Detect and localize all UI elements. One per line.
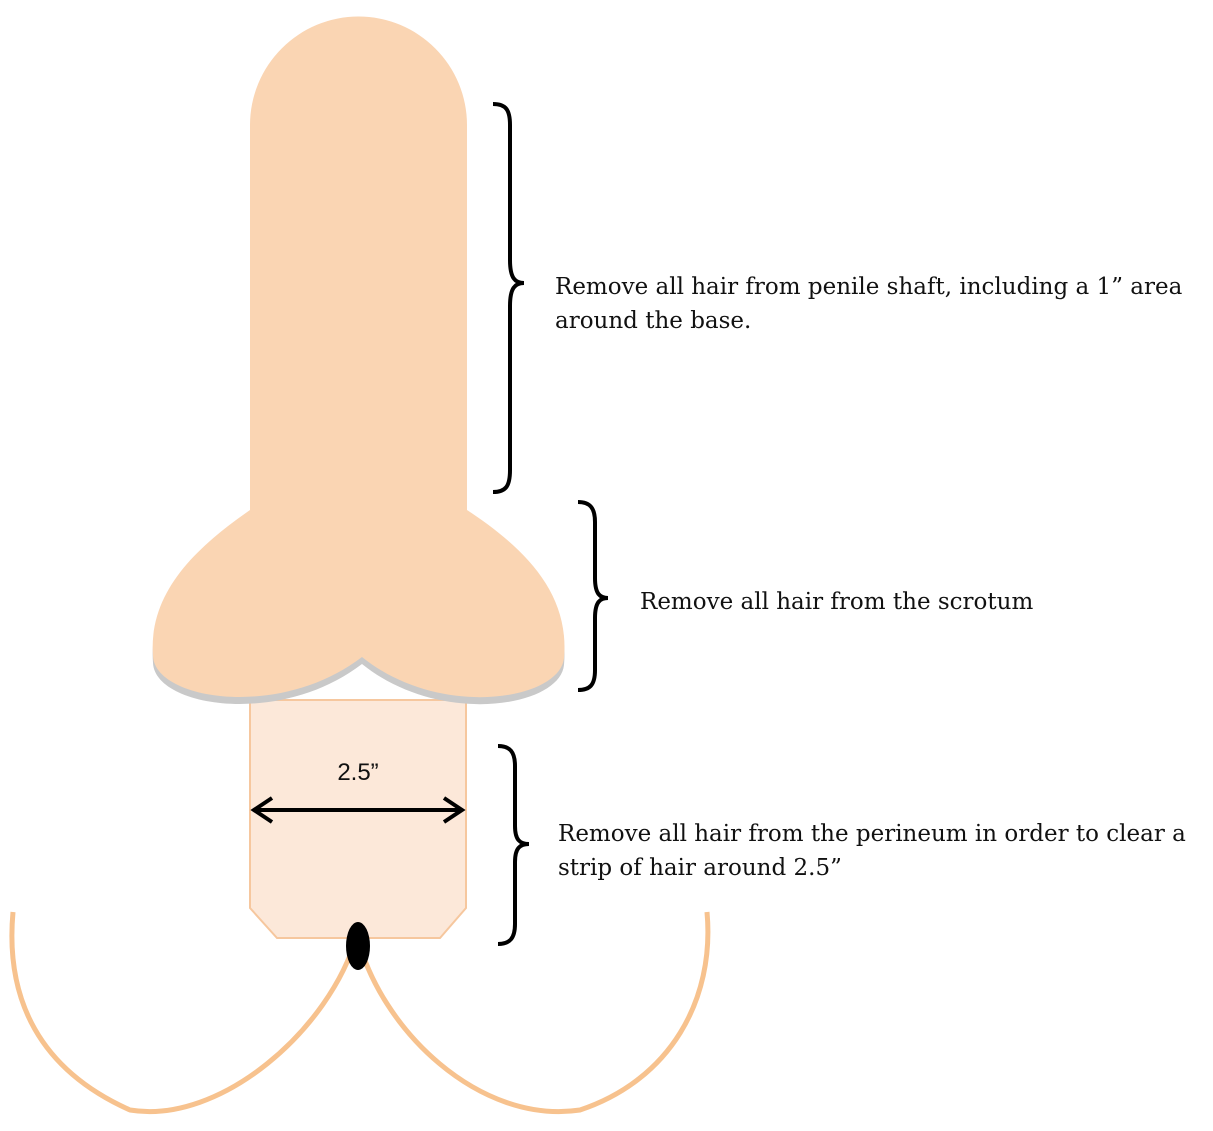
measurement-label: 2.5” xyxy=(337,759,378,786)
shaft-instruction: Remove all hair from penile shaft, inclu… xyxy=(555,270,1207,338)
brace-scrotum xyxy=(578,502,608,690)
scrotum xyxy=(153,508,565,697)
brace-shaft xyxy=(493,104,524,492)
perineum-strip xyxy=(250,700,466,938)
scrotum-instruction: Remove all hair from the scrotum xyxy=(640,585,1160,619)
anus-marker xyxy=(346,922,370,970)
left-buttock-outline xyxy=(12,912,357,1112)
perineum-instruction: Remove all hair from the perineum in ord… xyxy=(558,817,1198,885)
penile-shaft xyxy=(250,17,467,508)
brace-perineum xyxy=(498,746,529,944)
right-buttock-outline xyxy=(357,912,708,1112)
